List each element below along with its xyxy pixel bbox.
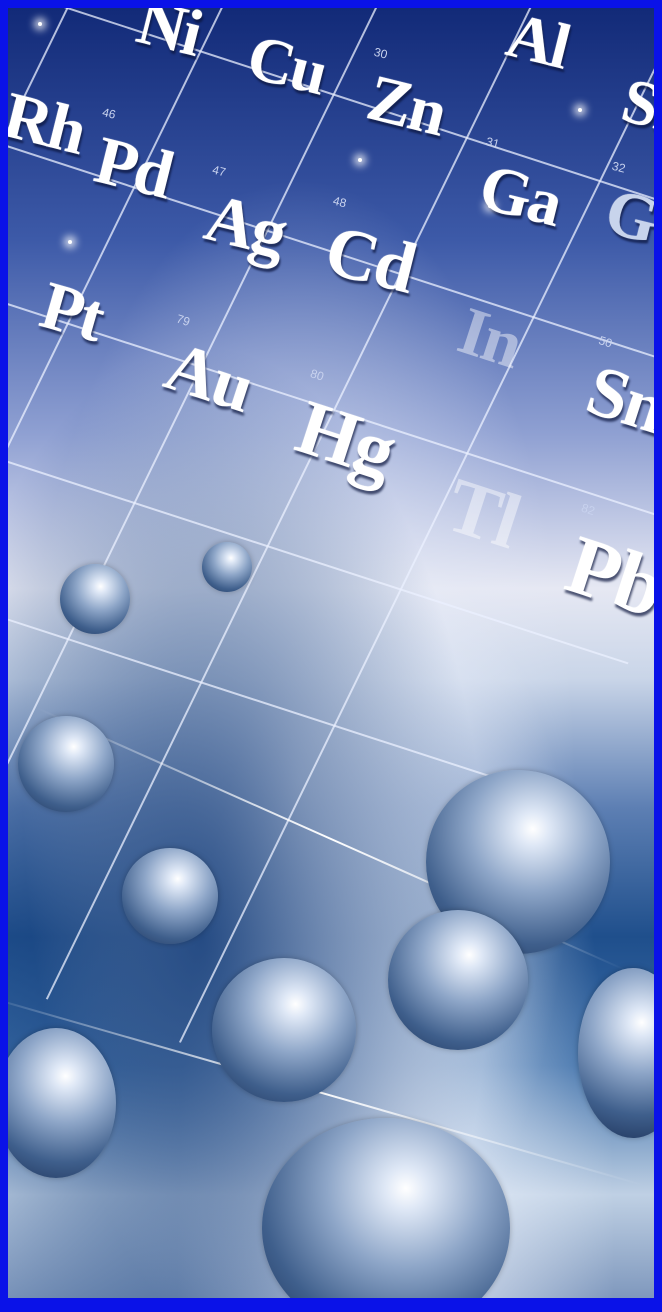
- sphere: [122, 848, 218, 944]
- star-sparkle: [488, 204, 492, 208]
- star-sparkle: [358, 158, 362, 162]
- sphere: [60, 564, 130, 634]
- sphere: [212, 958, 356, 1102]
- sphere: [578, 968, 654, 1138]
- sphere: [262, 1118, 510, 1298]
- star-sparkle: [68, 240, 72, 244]
- sphere: [202, 542, 252, 592]
- sphere: [8, 1028, 116, 1178]
- sphere: [18, 716, 114, 812]
- sphere: [388, 910, 528, 1050]
- star-sparkle: [578, 108, 582, 112]
- star-sparkle: [38, 22, 42, 26]
